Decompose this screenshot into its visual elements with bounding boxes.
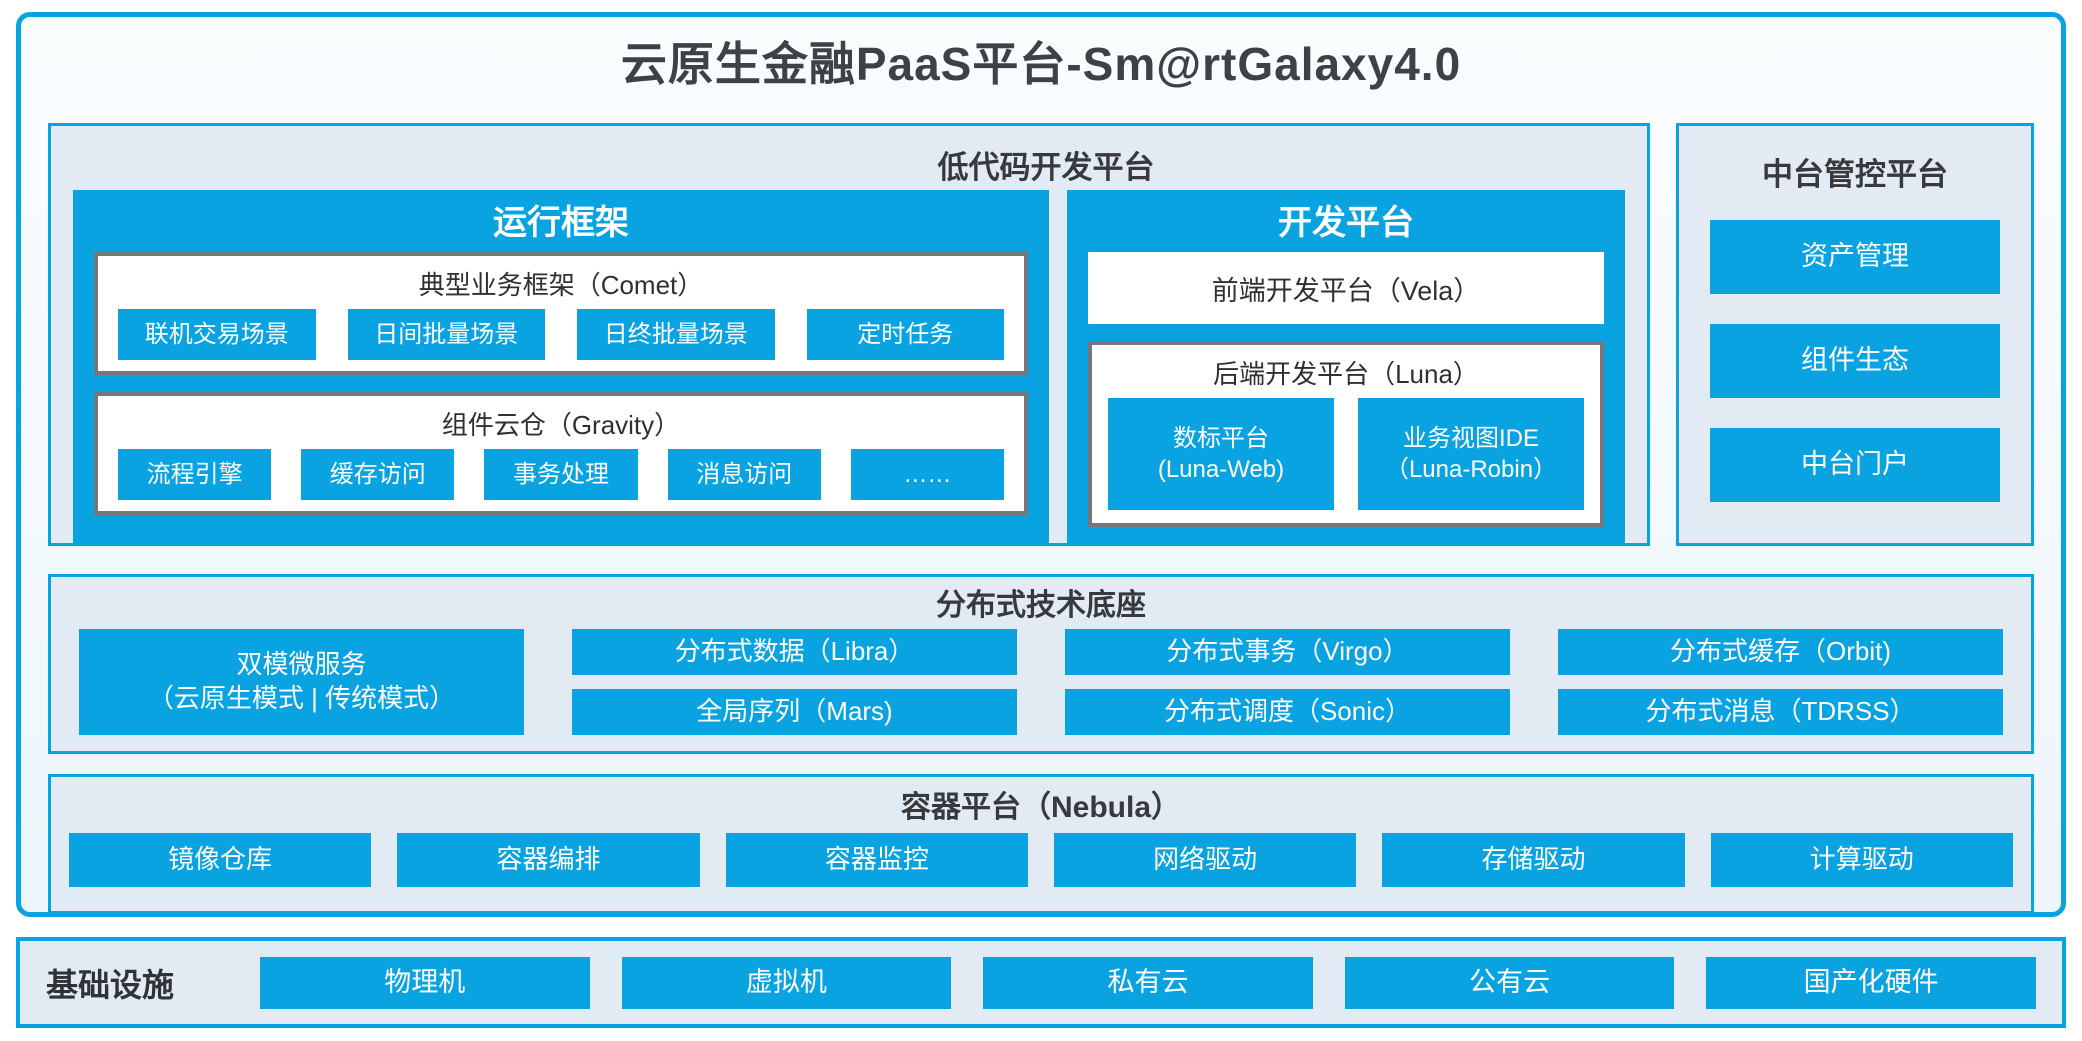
mid-platform-title: 中台管控平台	[1762, 157, 1948, 192]
block-online-transaction: 联机交易场景	[118, 309, 316, 360]
block-compute-driver: 计算驱动	[1710, 833, 2013, 887]
comet-framework-title: 典型业务框架（Comet）	[418, 270, 704, 300]
block-distributed-message-tdrss: 分布式消息（TDRSS）	[1558, 689, 2003, 735]
luna-web-line2: (Luna-Web)	[1157, 456, 1285, 483]
block-container-monitoring: 容器监控	[725, 833, 1028, 887]
low-code-platform-panel: 低代码开发平台 运行框架 典型业务框架（Comet） 联机交易场景 日间批量场景…	[48, 123, 1650, 546]
luna-items-row: 数标平台 (Luna-Web) 业务视图IDE （Luna-Robin）	[1107, 398, 1585, 510]
block-eod-batch: 日终批量场景	[577, 309, 775, 360]
gravity-component-title: 组件云仓（Gravity）	[441, 410, 681, 440]
distributed-col-3: 分布式缓存（Orbit) 分布式消息（TDRSS）	[1558, 629, 2003, 735]
low-code-platform-title: 低代码开发平台	[937, 150, 1155, 185]
container-platform-panel: 容器平台（Nebula） 镜像仓库 容器编排 容器监控 网络驱动 存储驱动 计算…	[48, 774, 2034, 914]
block-luna-robin: 业务视图IDE （Luna-Robin）	[1358, 398, 1585, 510]
runtime-framework-title: 运行框架	[492, 204, 629, 242]
top-row: 低代码开发平台 运行框架 典型业务框架（Comet） 联机交易场景 日间批量场景…	[48, 123, 2034, 546]
block-scheduled-task: 定时任务	[806, 309, 1004, 360]
dual-mode-line2: （云原生模式 | 传统模式）	[147, 683, 456, 713]
block-process-engine: 流程引擎	[118, 449, 272, 500]
block-storage-driver: 存储驱动	[1382, 833, 1685, 887]
distributed-col-2: 分布式事务（Virgo） 分布式调度（Sonic）	[1065, 629, 1510, 735]
mid-platform-panel: 中台管控平台 资产管理 组件生态 中台门户	[1676, 123, 2034, 546]
low-code-content: 运行框架 典型业务框架（Comet） 联机交易场景 日间批量场景 日终批量场景 …	[73, 190, 1625, 543]
luna-robin-line1: 业务视图IDE	[1403, 424, 1540, 452]
block-container-orchestration: 容器编排	[397, 833, 700, 887]
dev-platform-title: 开发平台	[1277, 204, 1414, 242]
block-distributed-cache-orbit: 分布式缓存（Orbit)	[1558, 629, 2003, 675]
gravity-component-box: 组件云仓（Gravity） 流程引擎 缓存访问 事务处理 消息访问 ……	[94, 392, 1028, 515]
comet-framework-box: 典型业务框架（Comet） 联机交易场景 日间批量场景 日终批量场景 定时任务	[94, 252, 1028, 375]
platform-diagram: 云原生金融PaaS平台-Sm@rtGalaxy4.0 低代码开发平台 运行框架 …	[16, 12, 2066, 917]
block-component-ecosystem: 组件生态	[1710, 324, 2000, 398]
block-distributed-transaction-virgo: 分布式事务（Virgo）	[1065, 629, 1510, 675]
block-daytime-batch: 日间批量场景	[347, 309, 545, 360]
block-luna-web: 数标平台 (Luna-Web)	[1107, 398, 1334, 510]
block-more-ellipsis: ……	[850, 449, 1005, 500]
block-public-cloud: 公有云	[1344, 956, 1675, 1009]
block-distributed-data-libra: 分布式数据（Libra）	[572, 629, 1017, 675]
distributed-base-panel: 分布式技术底座 双模微服务 （云原生模式 | 传统模式） 分布式数据（Libra…	[48, 574, 2034, 754]
dual-mode-line1: 双模微服务	[236, 649, 367, 680]
container-platform-title: 容器平台（Nebula）	[900, 791, 1182, 824]
block-image-registry: 镜像仓库	[69, 833, 372, 887]
gravity-items-row: 流程引擎 缓存访问 事务处理 消息访问 ……	[118, 449, 1005, 500]
vela-frontend-box: 前端开发平台（Vela）	[1087, 252, 1604, 324]
block-global-sequence-mars: 全局序列（Mars)	[572, 689, 1017, 735]
distributed-col-1: 分布式数据（Libra） 全局序列（Mars)	[572, 629, 1017, 735]
distributed-grid: 双模微服务 （云原生模式 | 传统模式） 分布式数据（Libra） 全局序列（M…	[79, 629, 2003, 735]
luna-backend-title: 后端开发平台（Luna）	[1213, 359, 1479, 389]
page-title: 云原生金融PaaS平台-Sm@rtGalaxy4.0	[620, 38, 1462, 90]
block-virtual-machine: 虚拟机	[621, 956, 952, 1009]
block-cache-access: 缓存访问	[301, 449, 455, 500]
block-network-driver: 网络驱动	[1053, 833, 1357, 887]
luna-web-line1: 数标平台	[1172, 424, 1269, 452]
block-message-access: 消息访问	[667, 449, 821, 500]
comet-items-row: 联机交易场景 日间批量场景 日终批量场景 定时任务	[118, 309, 1004, 360]
block-distributed-scheduling-sonic: 分布式调度（Sonic）	[1065, 689, 1510, 735]
infrastructure-label: 基础设施	[46, 966, 175, 1003]
block-private-cloud: 私有云	[983, 956, 1313, 1009]
block-mid-platform-portal: 中台门户	[1710, 428, 2000, 502]
luna-backend-box: 后端开发平台（Luna） 数标平台 (Luna-Web) 业务视图IDE （Lu…	[1087, 341, 1604, 527]
block-dual-mode-microservice: 双模微服务 （云原生模式 | 传统模式）	[79, 629, 524, 735]
block-transaction-processing: 事务处理	[484, 449, 638, 500]
container-items-row: 镜像仓库 容器编排 容器监控 网络驱动 存储驱动 计算驱动	[69, 833, 2013, 887]
luna-robin-line2: （Luna-Robin）	[1384, 456, 1558, 483]
distributed-base-title: 分布式技术底座	[936, 589, 1146, 622]
dev-platform-panel: 开发平台 前端开发平台（Vela） 后端开发平台（Luna） 数标平台 (Lun…	[1066, 190, 1625, 543]
runtime-framework-panel: 运行框架 典型业务框架（Comet） 联机交易场景 日间批量场景 日终批量场景 …	[73, 190, 1049, 543]
block-domestic-hardware: 国产化硬件	[1706, 956, 2036, 1009]
block-asset-management: 资产管理	[1710, 220, 2000, 294]
infrastructure-panel: 基础设施 物理机 虚拟机 私有云 公有云 国产化硬件	[16, 937, 2066, 1028]
block-physical-machine: 物理机	[260, 956, 590, 1009]
